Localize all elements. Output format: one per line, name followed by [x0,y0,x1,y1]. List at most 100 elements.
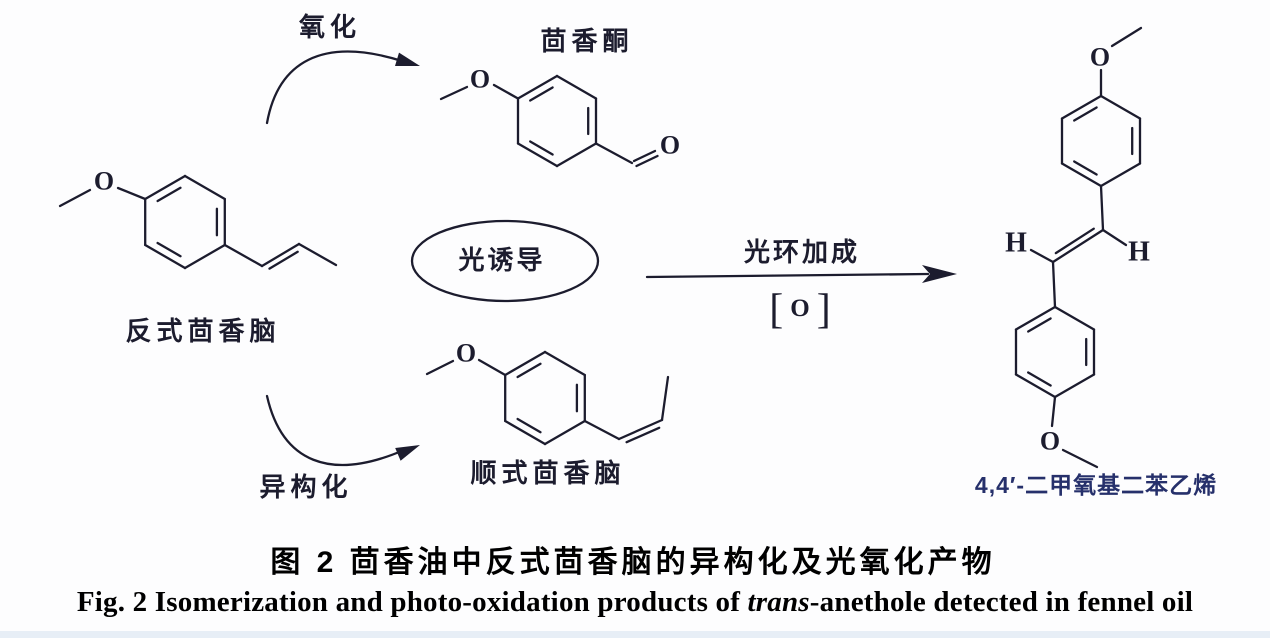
dimethoxystilbene-structure: O H H O [1005,26,1150,469]
ring-bond [1014,305,1057,331]
ring-bond [183,243,226,270]
ether-bond [492,83,520,100]
cis-anethole-structure: O [425,339,670,446]
caption-en-prefix: Fig. 2 Isomerization and photo-oxidation… [76,586,748,618]
double-bond-inner [625,426,661,444]
cycloaddition-arrow [645,265,957,283]
chain-bond [223,243,264,268]
bracket-left: [ [769,287,784,333]
trans-anethole-structure: O [58,167,338,270]
ring-bond [516,142,559,168]
methyl-bond [439,85,469,101]
oxidant-symbol: [ O ] [769,289,830,331]
benzene-ring-top [1060,94,1142,188]
methyl-bond [1061,448,1099,469]
ring-bond [1099,94,1142,120]
ring-bond [1027,317,1052,333]
oxidant-o: O [790,295,810,322]
oxygen-atom-label: O [470,65,490,94]
ring-bond [156,186,182,203]
ring-bond [516,362,542,379]
ring-bond [1073,160,1098,176]
isomerization-label: 异构化 [259,472,353,502]
arrow-shaft [645,272,930,279]
ring-bond [516,417,542,434]
ether-bond [1050,395,1057,428]
ring-bond [144,174,187,201]
ring-bond [1014,373,1057,399]
ellipse-outline [410,219,600,303]
ring-bond [1053,305,1096,331]
carbonyl-bond-inner [635,154,659,168]
ring-bond [555,74,598,100]
benzene-ring-bottom [1014,305,1096,399]
ring-bond [1027,371,1052,387]
ring-bond [543,350,586,377]
ring-bond [516,74,559,100]
caption-english: Fig. 2 Isomerization and photo-oxidation… [77,586,1193,619]
benzene-ring [144,174,226,270]
photoinduction-label: 光诱导 [458,245,546,275]
ring-bond [1060,162,1103,188]
benzene-ring [516,74,598,168]
chain-bond [1051,260,1057,309]
arrow-head [395,52,420,66]
photoinduction-ellipse [410,219,600,303]
c-h-bond [1101,228,1128,247]
arrow-head [395,445,420,461]
methyl-bond [297,242,338,267]
chain-bond [1099,184,1105,232]
carbonyl-bond [632,149,657,163]
ring-bond [156,241,182,258]
ring-bond [529,140,554,156]
cycloaddition-label: 光环加成 [743,237,861,267]
oxygen-atom-label: O [1040,427,1060,456]
caption-en-suffix: -anethole detected in fennel oil [809,586,1194,618]
caption-en-italic: trans [747,586,810,618]
page-bottom-strip [0,631,1270,638]
anisketone-label: 茴香酮 [540,26,634,56]
ring-bond [555,142,598,168]
ring-bond [504,419,547,446]
oxygen-atom-label: O [94,167,114,196]
ring-bond [1099,162,1142,188]
arrow-curve [265,50,404,125]
ether-bond [477,358,507,377]
double-bond-inner [1054,227,1095,255]
oxygen-atom-label: O [456,339,476,368]
ring-bond [504,350,547,377]
ring-bond [144,243,187,270]
methyl-bond [425,359,455,376]
arrow-head [922,265,957,283]
hydrogen-atom-label: H [1128,237,1150,268]
hydrogen-atom-label: H [1005,228,1027,259]
cis-anethole-label: 顺式茴香脑 [470,458,626,488]
caption-chinese: 图 2 茴香油中反式茴香脑的异构化及光氧化产物 [270,546,996,579]
dimethoxystilbene-label: 4,4′-二甲氧基二苯乙烯 [974,472,1218,498]
double-bond [1051,228,1105,264]
methyl-bond [660,375,670,422]
ring-bond [529,86,554,102]
ring-bond [1053,373,1096,399]
ring-bond [1060,94,1103,120]
oxygen-atom-label: O [1090,43,1110,72]
anisketone-structure: O O [439,65,680,168]
ether-bond [116,186,147,201]
chain-bond [583,419,621,441]
double-bond-inner [268,250,299,270]
ring-bond [543,419,586,446]
oxidation-arrow [265,50,420,125]
methyl-bond [1110,26,1143,48]
double-bond [617,418,664,441]
chain-bond [594,142,634,165]
isomerization-arrow [265,394,420,467]
bracket-right: ] [816,287,831,333]
methyl-bond [58,188,92,208]
c-h-bond [1029,248,1055,264]
ring-bond [183,174,226,201]
oxidation-label: 氧化 [298,12,362,42]
double-bond [260,242,301,268]
benzene-ring [504,350,586,446]
